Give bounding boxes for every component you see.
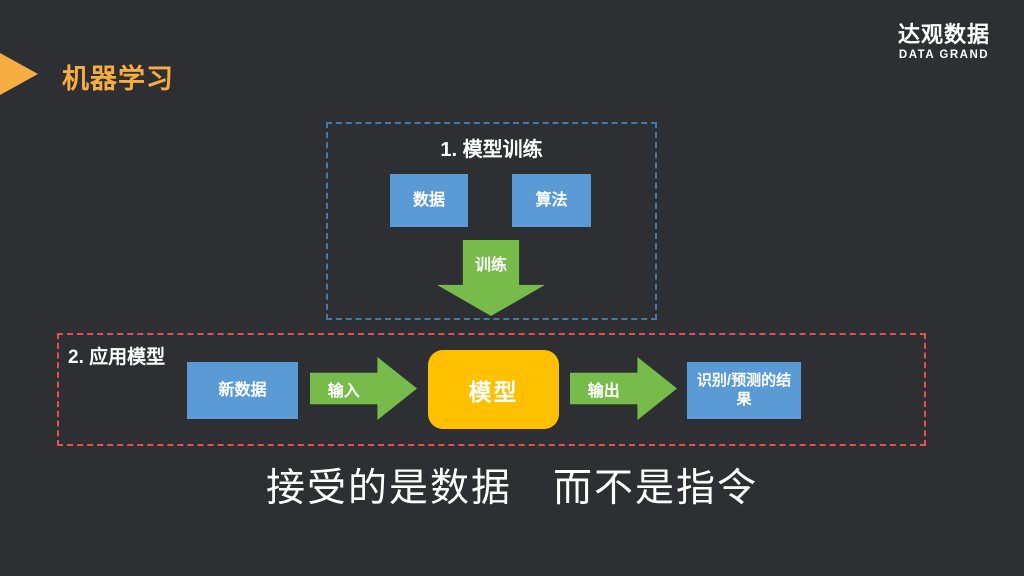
brand-logo-cn: 达观数据 [897, 22, 990, 47]
train-arrow-label: 训练 [474, 256, 507, 274]
brand-logo-en: DATA GRAND [898, 49, 990, 61]
apply-section-box: 2. 应用模型 新数据 输入 模型 输出 识别/预测的结果 [57, 333, 926, 446]
training-section-title: 1. 模型训练 [440, 139, 543, 161]
algorithm-node: 算法 [512, 174, 591, 227]
tagline-text: 接受的是数据 而不是指令 [265, 467, 758, 510]
apply-section-title: 2. 应用模型 [68, 347, 166, 368]
train-arrow-down-icon: 训练 [437, 240, 545, 316]
output-arrow-label: 输出 [587, 382, 620, 400]
accent-triangle-icon [0, 53, 38, 95]
output-arrow-right-icon: 输出 [570, 357, 677, 420]
page-title: 机器学习 [62, 64, 174, 94]
brand-logo: 达观数据 DATA GRAND [898, 24, 990, 62]
model-node: 模型 [428, 350, 559, 429]
input-arrow-label: 输入 [327, 382, 360, 400]
result-node: 识别/预测的结果 [687, 362, 801, 419]
data-node: 数据 [390, 174, 468, 227]
training-section-box: 1. 模型训练 数据 算法 训练 [326, 122, 657, 320]
new-data-node: 新数据 [187, 362, 298, 419]
input-arrow-right-icon: 输入 [310, 357, 417, 420]
